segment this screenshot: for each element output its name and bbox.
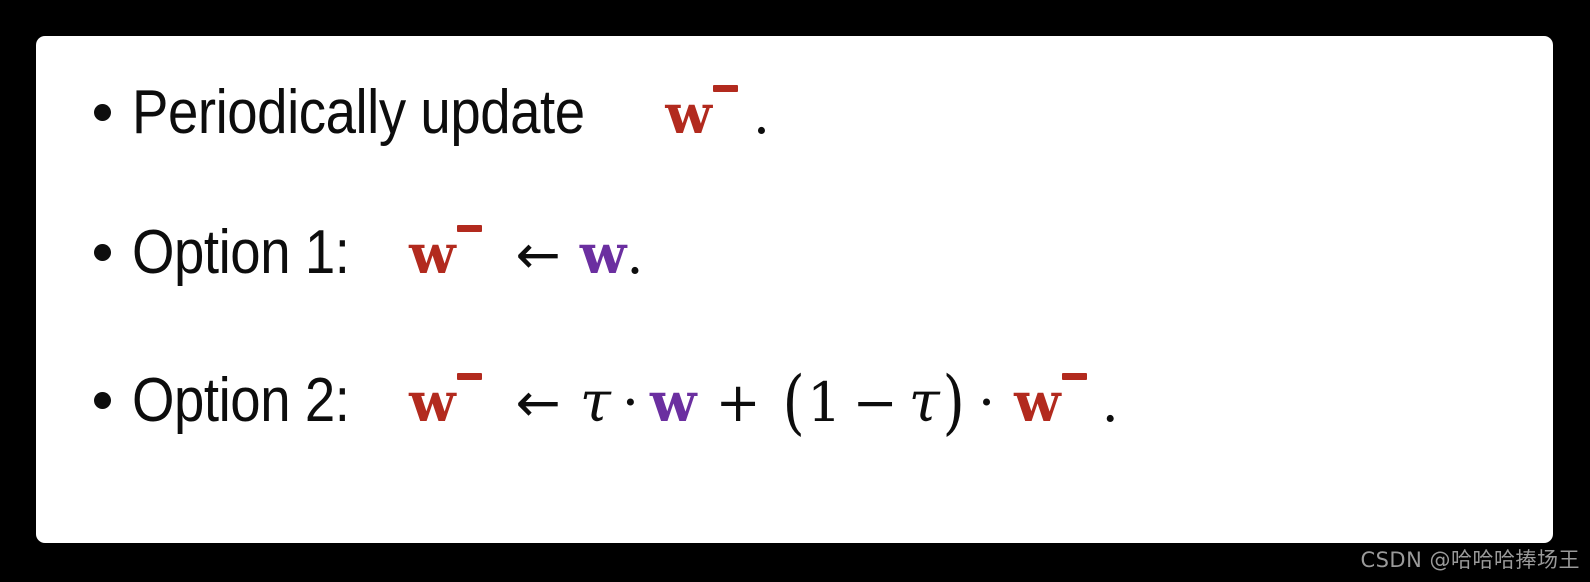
math-right-paren: ) — [942, 361, 965, 443]
superscript-minus-icon — [456, 373, 482, 380]
slide-card: Periodically update w . Option 1: w — [36, 36, 1553, 543]
csdn-watermark: CSDN @哈哈哈捧场王 — [1360, 548, 1580, 572]
math-var-w-letter: w — [409, 370, 456, 434]
bullet-list: Periodically update w . Option 1: w — [36, 36, 1553, 543]
bullet-item-option-2: Option 2: w ← τ · w + ( 1 — [94, 362, 1119, 437]
math-var-w-letter: w — [409, 222, 456, 286]
bullet-item-option-1: Option 1: w ← w . — [94, 222, 644, 284]
math-var-w-online: w — [579, 222, 627, 286]
math-operator-cdot-2: · — [977, 371, 996, 434]
math-var-w-target: w — [665, 85, 738, 141]
bullet-1-text: Periodically update — [132, 78, 585, 147]
period-2: . — [626, 223, 644, 286]
superscript-minus-icon — [712, 85, 738, 92]
math-number-one: 1 — [807, 371, 842, 434]
option-1-label: Option 1: — [132, 218, 350, 287]
math-symbol-tau-1: τ — [579, 370, 611, 435]
left-arrow-icon: ← — [515, 223, 561, 286]
period-1: . — [752, 83, 771, 146]
math-var-w-target-2: w — [1014, 373, 1087, 429]
math-symbol-tau-2: τ — [908, 370, 940, 435]
bullet-dot-icon — [94, 244, 111, 261]
superscript-minus-icon — [456, 225, 482, 232]
superscript-minus-icon — [1061, 373, 1087, 380]
math-operator-minus: − — [852, 371, 898, 434]
math-var-w-target: w — [409, 225, 482, 281]
math-var-w-target: w — [409, 373, 482, 429]
math-var-w-online: w — [650, 370, 697, 434]
period-3: . — [1101, 371, 1119, 434]
bullet-dot-icon — [94, 392, 111, 409]
math-var-w-letter: w — [665, 82, 712, 146]
bullet-dot-icon — [94, 104, 111, 121]
math-var-w-letter: w — [1014, 370, 1061, 434]
bullet-item-periodic-update: Periodically update w . — [94, 82, 770, 144]
left-arrow-icon: ← — [515, 371, 561, 434]
math-left-paren: ( — [782, 361, 805, 443]
math-operator-plus: + — [715, 371, 761, 434]
math-operator-cdot-1: · — [621, 371, 640, 434]
option-2-label: Option 2: — [132, 366, 350, 435]
